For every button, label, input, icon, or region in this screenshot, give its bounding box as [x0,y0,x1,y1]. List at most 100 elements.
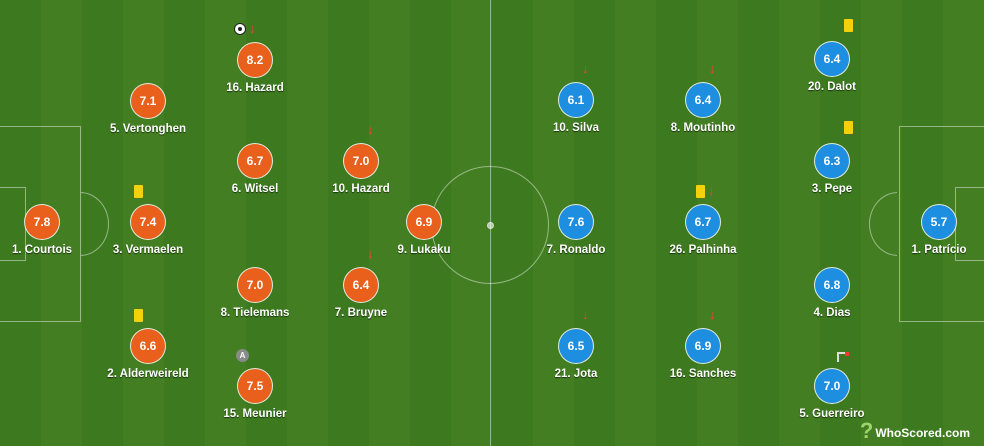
player-home[interactable]: 8.2 16. Hazard ↓ [195,21,315,103]
goal-ball-icon [234,23,246,35]
logo-suffix: .com [941,426,970,440]
center-spot [487,222,494,229]
player-rating: 6.3 [815,144,849,178]
player-away[interactable]: 6.5 21. Jota ↓ [516,307,636,389]
player-rating: 7.1 [131,84,165,118]
player-name: 2. Alderweireld [107,368,189,380]
player-event-icons [837,349,849,365]
player-rating: 6.4 [344,268,378,302]
player-home[interactable]: 6.7 6. Witsel [195,144,315,204]
player-rating: 7.0 [815,369,849,403]
sub-off-arrow-icon: ↓ [708,183,715,198]
player-name: 5. Guerreiro [799,408,865,420]
player-away[interactable]: 7.0 5. Guerreiro [772,352,892,429]
whoscored-logo: ? WhoScored.com [859,418,970,443]
player-rating: 6.4 [686,83,720,117]
player-event-icons [844,119,853,135]
player-rating: 7.6 [559,205,593,239]
logo-text: WhoScored [875,426,942,440]
right-penalty-box [899,126,984,322]
player-event-icons: ↓ [367,246,374,262]
player-rating: 6.7 [238,144,272,178]
player-event-icons: A [236,347,249,363]
player-rating: 6.9 [686,329,720,363]
player-event-icons: ↓ [696,183,715,199]
player-home[interactable]: 7.5 15. Meunier A [195,348,315,429]
sub-off-arrow-icon: ↓ [582,61,589,76]
player-event-icons [844,17,853,33]
sub-off-arrow-icon: ↓ [249,21,256,36]
player-home[interactable]: 6.6 2. Alderweireld [88,308,208,389]
player-event-icons: ↓ [582,307,589,323]
player-home[interactable]: 7.1 5. Vertonghen [88,84,208,144]
player-event-icons [134,307,143,323]
player-event-icons: ↓ [582,61,589,77]
player-name: 21. Jota [554,368,598,380]
yellow-card-icon [134,308,143,322]
player-name: 8. Tielemans [220,307,290,319]
player-away[interactable]: 6.3 3. Pepe [772,120,892,204]
player-rating: 7.4 [131,205,165,239]
player-rating: 6.5 [559,329,593,363]
sub-off-arrow-icon: ↓ [582,307,589,322]
player-name: 8. Moutinho [670,122,736,134]
sub-off-arrow-icon: ↓ [367,246,374,261]
player-name: 6. Witsel [231,183,279,195]
player-away[interactable]: 6.4 20. Dalot [772,18,892,102]
player-event-icons: ↓ [234,21,256,37]
player-rating: 6.1 [559,83,593,117]
captain-icon: A [236,348,249,362]
player-rating: 5.7 [922,205,956,239]
player-name: 10. Silva [552,122,600,134]
player-name: 7. Ronaldo [546,244,606,256]
player-name: 1. Courtois [11,244,73,256]
yellow-card-icon [134,184,143,198]
player-away[interactable]: 6.9 16. Sanches ↓ [643,307,763,389]
player-rating: 7.0 [238,268,272,302]
player-home[interactable]: 6.4 7. Bruyne ↓ [301,246,421,328]
player-away[interactable]: 6.7 26. Palhinha ↓ [643,183,763,265]
player-name: 20. Dalot [808,81,856,93]
player-name: 16. Hazard [226,82,284,94]
player-away[interactable]: 6.4 8. Moutinho ↓ [643,61,763,143]
player-name: 3. Vermaelen [112,244,184,256]
player-name: 26. Palhinha [669,244,737,256]
player-home[interactable]: 6.9 9. Lukaku [364,205,484,265]
yellow-card-icon [844,18,853,32]
player-name: 10. Hazard [332,183,390,195]
player-rating: 8.2 [238,43,272,77]
player-away[interactable]: 5.7 1. Patrício [879,205,984,265]
player-event-icons [134,183,143,199]
player-rating: 6.7 [686,205,720,239]
player-away[interactable]: 7.6 7. Ronaldo [516,205,636,265]
whoscored-logo-icon: ? [859,418,874,443]
player-home[interactable]: 7.8 1. Courtois [0,205,102,265]
player-name: 4. Dias [813,307,851,319]
player-rating: 6.8 [815,268,849,302]
player-rating: 6.4 [815,42,849,76]
player-name: 5. Vertonghen [109,123,187,135]
player-name: 16. Sanches [669,368,737,380]
player-name: 9. Lukaku [397,244,451,256]
player-home[interactable]: 7.0 8. Tielemans [195,268,315,328]
player-rating: 6.9 [407,205,441,239]
player-name: 3. Pepe [811,183,853,195]
player-rating: 7.8 [25,205,59,239]
player-event-icons: ↓ [709,307,716,323]
player-event-icons: ↓ [367,122,374,138]
left-penalty-box [0,126,81,322]
player-name: 15. Meunier [223,408,287,420]
player-name: 7. Bruyne [334,307,388,319]
player-home[interactable]: 7.0 10. Hazard ↓ [301,122,421,204]
yellow-card-icon [696,184,705,198]
player-away[interactable]: 6.8 4. Dias [772,268,892,328]
sub-off-arrow-icon: ↓ [709,61,716,76]
player-rating: 7.0 [344,144,378,178]
player-rating: 6.6 [131,329,165,363]
player-name: 1. Patrício [911,244,967,256]
player-home[interactable]: 7.4 3. Vermaelen [88,184,208,265]
player-rating: 7.5 [238,369,272,403]
player-away[interactable]: 6.1 10. Silva ↓ [516,61,636,143]
corner-flag-icon [837,352,849,362]
